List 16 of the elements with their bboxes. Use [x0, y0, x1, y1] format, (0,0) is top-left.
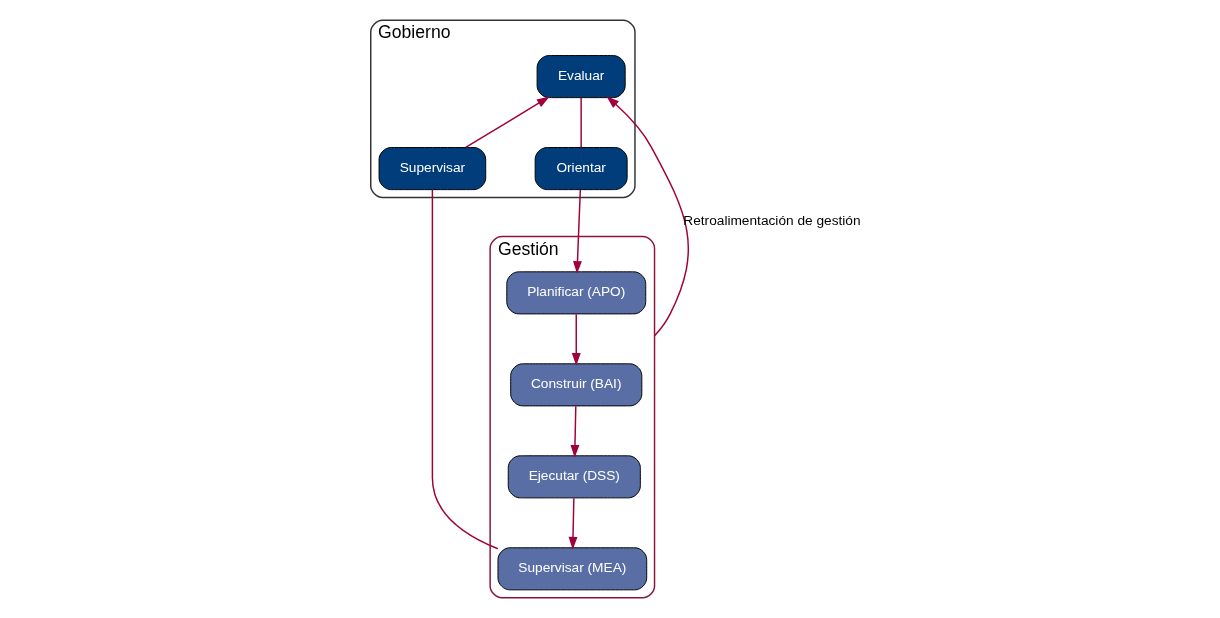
arrow — [572, 189, 582, 274]
node-box: Orientar — [534, 147, 628, 191]
node-box: Evaluar — [536, 55, 626, 99]
arrow — [568, 497, 577, 550]
node-box: Supervisar (MEA) — [496, 547, 647, 591]
arrow — [570, 405, 579, 458]
node-box: Construir (BAI) — [509, 363, 642, 407]
connector — [579, 97, 582, 148]
node-box: Supervisar — [378, 147, 486, 191]
arrow — [464, 96, 550, 149]
arrow — [571, 313, 581, 366]
node-box: Ejecutar (DSS) — [507, 455, 641, 499]
connector — [431, 189, 499, 550]
edge-label: Retroalimentación de gestión — [682, 213, 861, 229]
node-box: Planificar (APO) — [505, 271, 646, 315]
arrow — [605, 96, 689, 337]
